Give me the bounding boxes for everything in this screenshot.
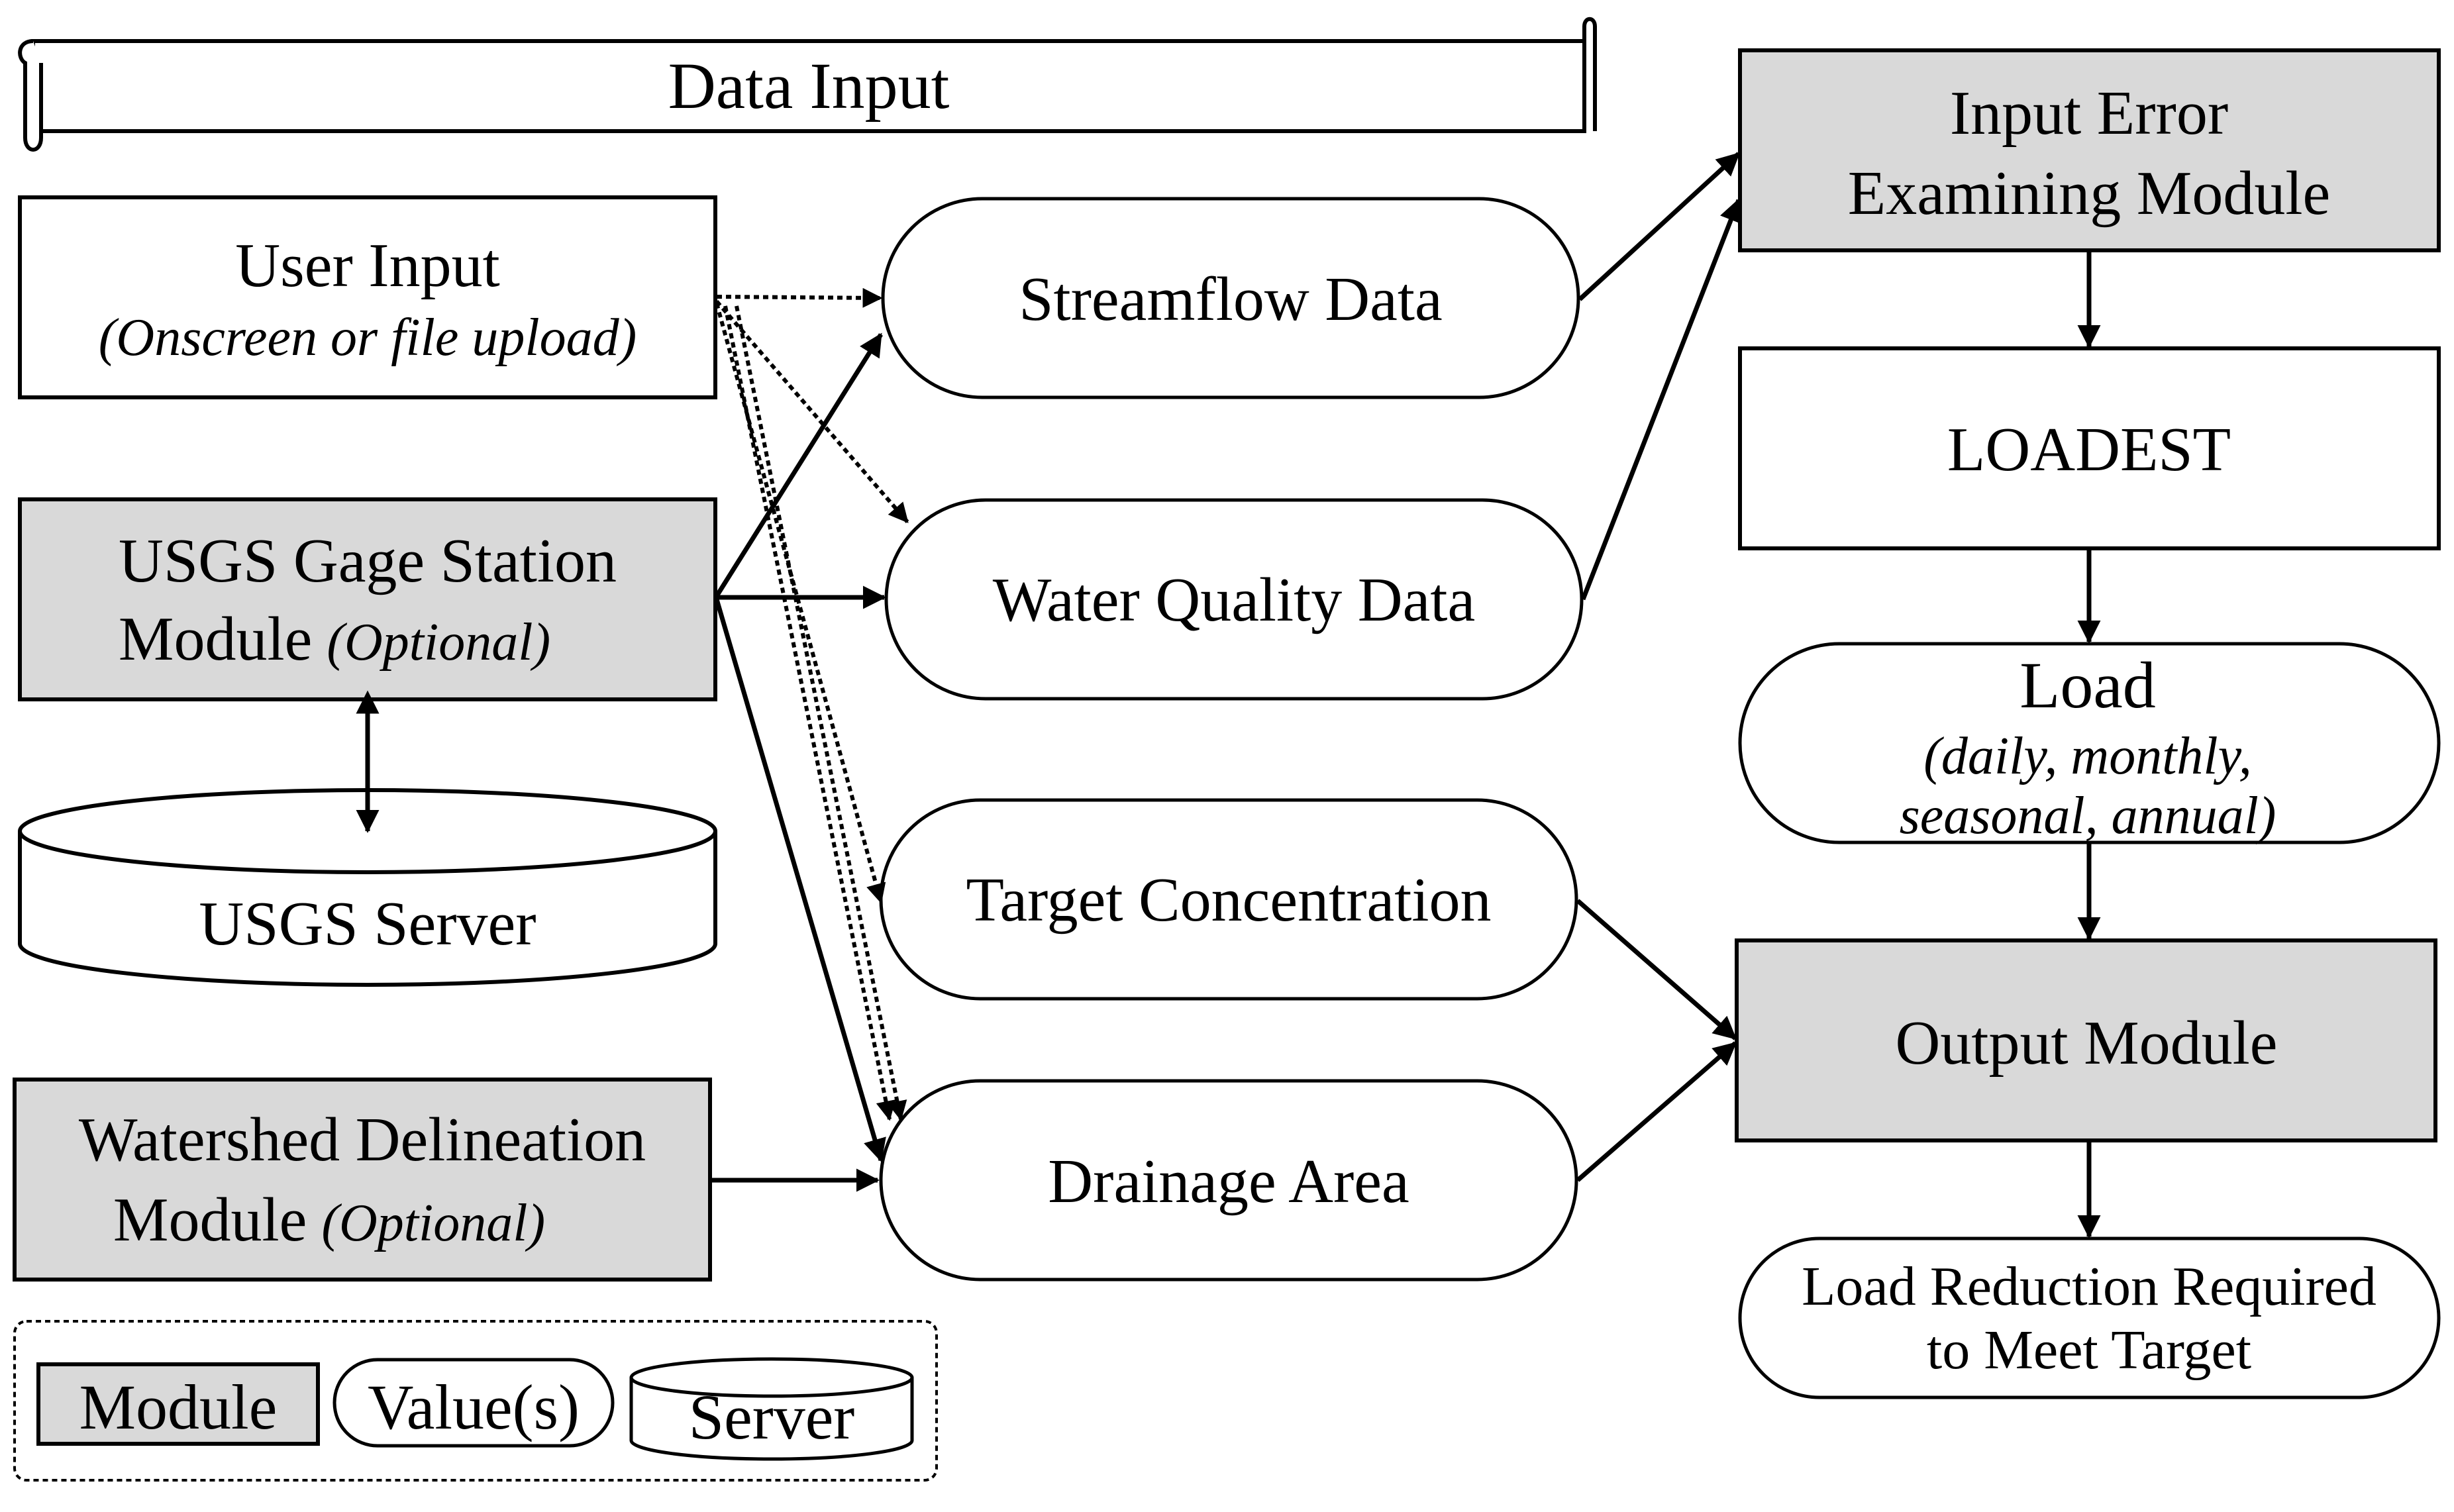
arrow-streamflow-to-error — [1578, 152, 1741, 301]
input-error-line1: Input Error — [1950, 79, 2228, 148]
connectors — [356, 152, 2101, 1238]
water-quality-data-value: Water Quality Data — [884, 498, 1584, 701]
legend-server: Server — [629, 1357, 914, 1461]
arrow-gage-to-drainage — [714, 599, 886, 1162]
watershed-module-line: Module (Optional) — [113, 1185, 545, 1254]
input-error-examining-module: Input Error Examining Module — [1738, 48, 2441, 252]
watershed-title: Watershed Delineation — [79, 1105, 646, 1174]
watershed-optional: (Optional) — [321, 1194, 545, 1252]
legend-values-label: Value(s) — [368, 1372, 580, 1442]
user-input-subtitle: (Onscreen or file upload) — [99, 309, 637, 367]
legend-values: Value(s) — [332, 1358, 615, 1448]
target-concentration-value: Target Concentration — [879, 798, 1578, 1001]
watershed-delineation-module: Watershed Delineation Module (Optional) — [13, 1078, 712, 1282]
arrow-target-to-output — [1576, 899, 1737, 1040]
load-reduction-value: Load Reduction Required to Meet Target — [1738, 1236, 2441, 1399]
load-line1: (daily, monthly, — [1923, 727, 2252, 785]
arrow-gage-to-streamflow — [715, 332, 883, 597]
loadest-label: LOADEST — [1947, 415, 2231, 484]
load-title: Load — [2019, 648, 2155, 722]
arrow-user-to-drainage-b — [735, 305, 907, 1121]
streamflow-data-value: Streamflow Data — [881, 197, 1580, 399]
legend-module: Module — [36, 1362, 320, 1446]
input-error-line2: Examining Module — [1848, 159, 2330, 228]
data-input-title: Data Input — [668, 49, 950, 123]
usgs-gage-station-module: USGS Gage Station Module (Optional) — [18, 497, 717, 701]
arrow-user-to-drainage-a — [723, 305, 896, 1121]
arrow-user-to-streamflow — [716, 287, 883, 308]
legend-server-label: Server — [689, 1382, 855, 1452]
load-reduction-line1: Load Reduction Required — [1802, 1256, 2377, 1317]
load-reduction-line2: to Meet Target — [1927, 1319, 2251, 1381]
watershed-module-label: Module — [113, 1185, 307, 1254]
usgs-server-title: USGS Server — [199, 889, 536, 958]
streamflow-label: Streamflow Data — [1019, 265, 1443, 334]
usgs-gage-optional: (Optional) — [327, 613, 550, 672]
data-input-banner: Data Input — [18, 17, 1597, 152]
arrow-drainage-to-output — [1576, 1041, 1737, 1182]
user-input-box: User Input (Onscreen or file upload) — [18, 195, 717, 399]
water-quality-label: Water Quality Data — [993, 566, 1475, 634]
user-input-title: User Input — [235, 231, 499, 300]
output-module: Output Module — [1735, 938, 2437, 1142]
arrow-waterquality-to-error — [1580, 198, 1742, 601]
legend-module-label: Module — [79, 1372, 278, 1442]
drainage-area-label: Drainage Area — [1048, 1147, 1409, 1216]
loadest-box: LOADEST — [1738, 346, 2441, 550]
usgs-gage-module-line: Module (Optional) — [119, 605, 550, 674]
usgs-gage-title: USGS Gage Station — [119, 527, 617, 595]
load-line2: seasonal, annual) — [1900, 787, 2276, 845]
drainage-area-value: Drainage Area — [879, 1079, 1578, 1282]
usgs-gage-module-label: Module — [119, 605, 312, 674]
target-concentration-label: Target Concentration — [966, 866, 1491, 934]
load-value: Load (daily, monthly, seasonal, annual) — [1738, 642, 2441, 845]
arrow-user-to-target — [715, 303, 886, 904]
output-module-label: Output Module — [1895, 1009, 2277, 1078]
arrow-user-to-waterquality — [715, 300, 909, 523]
legend: Module Value(s) Server — [13, 1320, 938, 1482]
